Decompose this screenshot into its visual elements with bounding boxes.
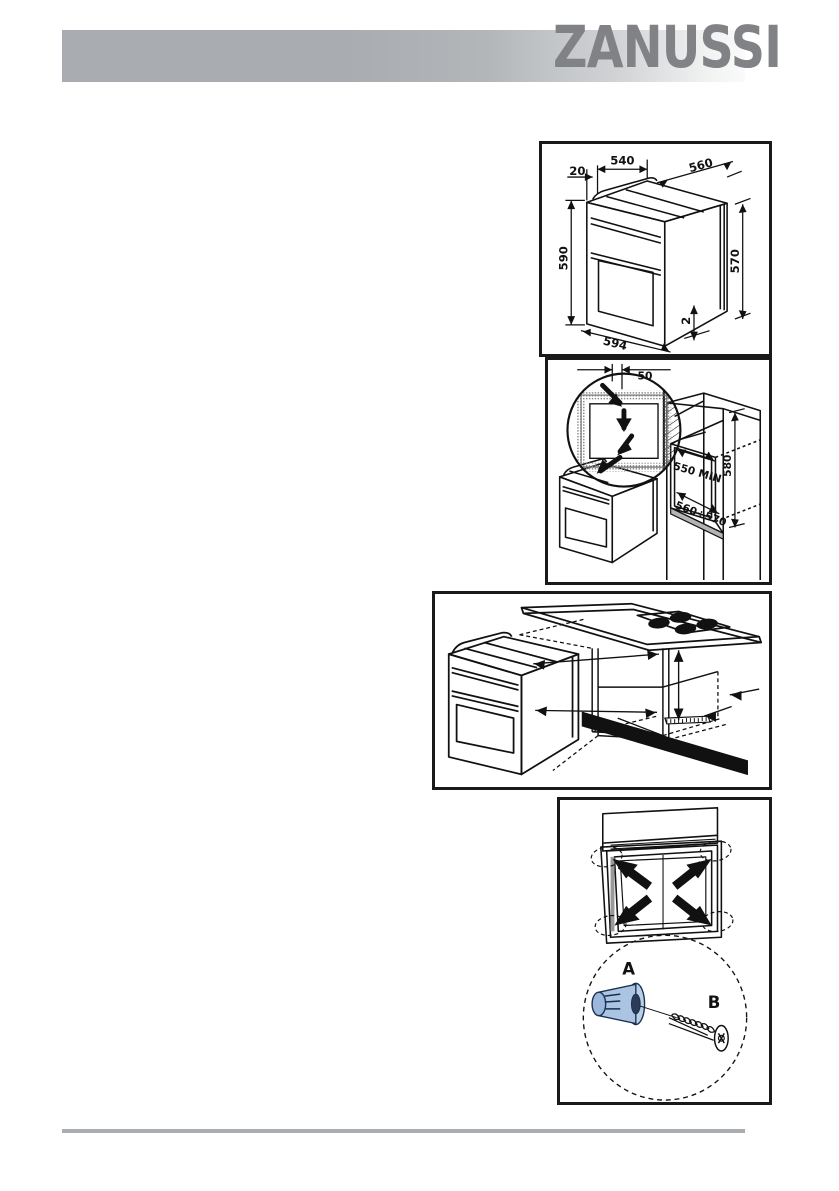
header-gradient-band <box>62 30 745 82</box>
figure-oven-external-dimensions: 20 540 560 590 570 2 594 <box>539 141 772 357</box>
figure-cabinet-recess-dimensions: 50 550 MIN 560÷570 580 <box>545 357 772 585</box>
plinth-bar <box>581 711 748 776</box>
part-label-b: B <box>708 993 721 1012</box>
detail-circle <box>582 934 748 1101</box>
under-hob-drawing <box>447 602 763 776</box>
dim-label-580: 580 <box>721 455 734 477</box>
hob-burners-group <box>648 611 718 635</box>
dim-label-540: 540 <box>610 153 634 167</box>
figure-oven-under-hob-installation <box>432 591 772 790</box>
figure-oven-fixing-screws: A B <box>557 797 772 1105</box>
dim-label-50: 50 <box>638 369 653 382</box>
zanussi-brand-logo: ZANUSSI <box>552 13 782 81</box>
dim-label-570: 570 <box>728 249 742 273</box>
dim-label-590: 590 <box>556 246 570 270</box>
oven-dimensions-drawing: 20 540 560 590 570 2 594 <box>556 153 751 353</box>
dim-label-560: 560 <box>687 155 714 175</box>
part-label-a: A <box>622 959 635 978</box>
recess-dimensions-drawing: 50 550 MIN 560÷570 580 <box>558 363 762 581</box>
dim-label-2: 2 <box>679 317 693 325</box>
fixing-screw-part <box>639 1005 729 1052</box>
dim-label-594: 594 <box>602 334 629 353</box>
dim-label-20: 20 <box>569 164 585 178</box>
footer-rule <box>62 1129 745 1133</box>
fixing-screws-drawing: A B <box>582 807 748 1101</box>
spacer-bush-part <box>591 982 646 1026</box>
